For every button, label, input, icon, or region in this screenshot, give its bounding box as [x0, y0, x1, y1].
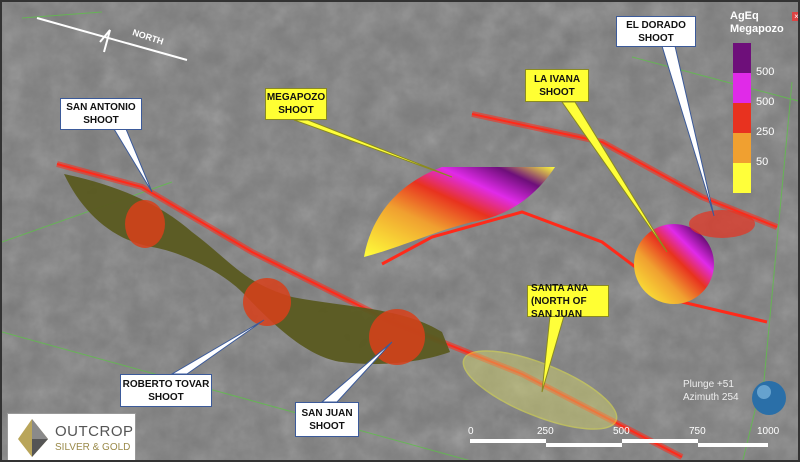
callout-la-ivana: LA IVANA SHOOT — [525, 69, 589, 102]
scale-bar — [470, 439, 768, 447]
scale-tick: 750 — [689, 426, 706, 437]
scale-tick: 250 — [537, 426, 554, 437]
legend-label: 50 — [756, 156, 769, 168]
megapozo-body — [364, 167, 555, 257]
legend-swatch-1 — [733, 43, 751, 73]
legend-title-line2: Megapozo — [730, 23, 784, 35]
el-dorado-zone — [689, 210, 755, 238]
logo-mark-icon — [18, 419, 48, 457]
legend-swatch-2 — [733, 73, 751, 103]
legend-close-button[interactable]: × — [792, 12, 798, 21]
callout-roberto-tovar: ROBERTO TOVAR SHOOT — [120, 374, 212, 407]
logo-text-line2: SILVER & GOLD — [55, 442, 131, 453]
scale-tick: 1000 — [757, 426, 780, 437]
azimuth-value: Azimuth 254 — [683, 392, 739, 403]
company-logo: OUTCROP SILVER & GOLD — [7, 413, 136, 460]
legend-title-line1: AgEq — [730, 10, 759, 22]
callout-megapozo: MEGAPOZO SHOOT — [265, 88, 327, 120]
la-ivana-body — [634, 224, 714, 304]
roberto-tovar-zone — [243, 278, 291, 326]
callout-el-dorado: EL DORADO SHOOT — [616, 16, 696, 47]
plunge-value: Plunge +51 — [683, 379, 734, 390]
legend-label: 250 — [756, 126, 775, 138]
legend-label: 500 — [756, 66, 775, 78]
legend-swatch-5 — [733, 163, 751, 193]
view-orientation: Plunge +51 Azimuth 254 — [683, 378, 739, 404]
callout-pointers — [113, 45, 715, 403]
scale-tick: 0 — [468, 426, 474, 437]
logo-text-line1: OUTCROP — [55, 423, 134, 440]
globe-icon — [752, 381, 786, 415]
legend-swatch-4 — [733, 133, 751, 163]
san-antonio-zone — [125, 200, 165, 248]
callout-san-juan: SAN JUAN SHOOT — [295, 402, 359, 437]
callout-santa-ana: SANTA ANA (NORTH OF SAN JUAN — [527, 283, 609, 320]
callout-san-antonio: SAN ANTONIO SHOOT — [60, 98, 142, 130]
legend: AgEq Megapozo 500 500 250 50 — [730, 10, 796, 193]
fault-lines — [56, 111, 779, 460]
legend-label: 500 — [756, 96, 775, 108]
north-arrow-icon — [36, 17, 188, 61]
scale-tick: 500 — [613, 426, 630, 437]
legend-swatch-3 — [733, 103, 751, 133]
